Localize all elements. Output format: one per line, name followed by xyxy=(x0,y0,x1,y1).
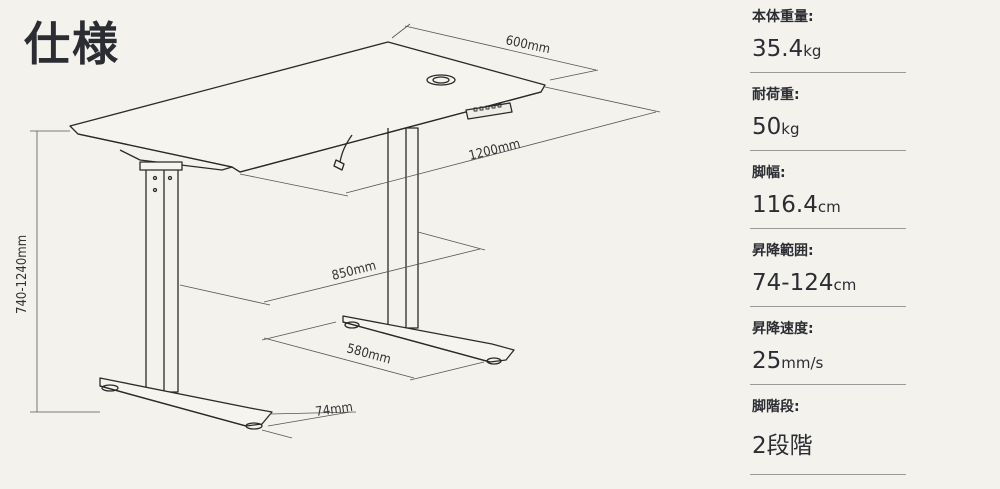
divider xyxy=(750,474,906,475)
divider xyxy=(750,150,906,151)
divider xyxy=(750,72,906,73)
power-cable xyxy=(333,134,353,171)
spec-label: 脚幅: xyxy=(752,165,786,181)
spec-label: 脚階段: xyxy=(752,399,800,415)
cable-grommet xyxy=(426,74,456,86)
spec-value: 50kg xyxy=(752,114,800,140)
spec-label: 昇降範囲: xyxy=(752,243,814,259)
spec-label: 昇降速度: xyxy=(752,321,814,337)
foot-length-label: 580mm xyxy=(345,341,392,367)
right-column xyxy=(387,127,419,329)
spec-value: 35.4kg xyxy=(752,36,822,62)
spec-value: 25mm/s xyxy=(752,348,824,374)
height-label: 740-1240mm xyxy=(15,235,30,314)
page-title: 仕様 xyxy=(24,17,120,71)
divider xyxy=(750,384,906,385)
desk-diagram: 600mm 1200mm 740-1240mm 850mm 580mm 74mm xyxy=(15,23,661,439)
spec-value: 74-124cm xyxy=(752,270,857,296)
divider xyxy=(750,228,906,229)
width-label: 1200mm xyxy=(467,137,522,164)
foot-width-label: 74mm xyxy=(314,400,353,420)
spec-label: 本体重量: xyxy=(752,9,814,25)
spec-value: 116.4cm xyxy=(752,192,841,218)
spec-label: 耐荷重: xyxy=(752,87,800,103)
depth-label: 600mm xyxy=(504,33,551,57)
left-foot xyxy=(99,377,273,427)
left-column xyxy=(145,167,179,393)
spec-value: 2段階 xyxy=(752,433,813,459)
divider xyxy=(750,306,906,307)
